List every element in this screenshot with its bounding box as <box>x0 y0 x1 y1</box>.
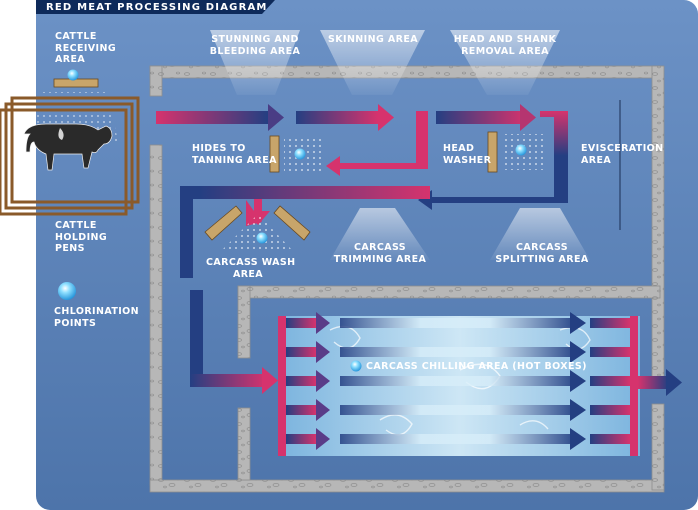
chlorination-legend-icon <box>58 282 76 300</box>
title-bar <box>36 0 275 14</box>
chlorination-point <box>350 360 362 372</box>
label-skinning: SKINNING AREA <box>328 34 418 45</box>
diagram-title: RED MEAT PROCESSING DIAGRAM <box>46 2 268 13</box>
label-carcass-trimming: CARCASS TRIMMING AREA <box>333 242 427 265</box>
label-hides-tanning: HIDES TO TANNING AREA <box>192 143 277 166</box>
label-carcass-wash: CARCASS WASH AREA <box>206 257 296 280</box>
area-spotlights <box>210 30 590 260</box>
flow-arrows <box>156 104 638 456</box>
chilling-arrows <box>286 312 682 450</box>
chlorination-point <box>256 232 268 244</box>
label-head-washer: HEAD WASHER <box>443 143 492 166</box>
carcass-wash-station <box>204 205 311 250</box>
label-carcass-chilling: CARCASS CHILLING AREA (HOT BOXES) <box>366 361 587 372</box>
label-head-shank: HEAD AND SHANK REMOVAL AREA <box>453 34 557 57</box>
label-evisceration: EVISCERATION AREA <box>581 143 664 166</box>
cattle-pens <box>0 96 140 216</box>
facility-walls <box>149 65 665 493</box>
label-stunning-bleeding: STUNNING AND BLEEDING AREA <box>209 34 301 57</box>
chlorination-point <box>67 69 79 81</box>
chlorination-points <box>58 69 527 372</box>
label-cattle-holding: CATTLE HOLDING PENS <box>55 220 108 254</box>
cow-icon <box>23 123 113 171</box>
label-chlorination-points: CHLORINATION POINTS <box>54 306 139 329</box>
chlorination-point <box>294 148 306 160</box>
label-carcass-splitting: CARCASS SPLITTING AREA <box>495 242 589 265</box>
label-cattle-receiving: CATTLE RECEIVING AREA <box>55 31 117 65</box>
chlorination-point <box>515 144 527 156</box>
